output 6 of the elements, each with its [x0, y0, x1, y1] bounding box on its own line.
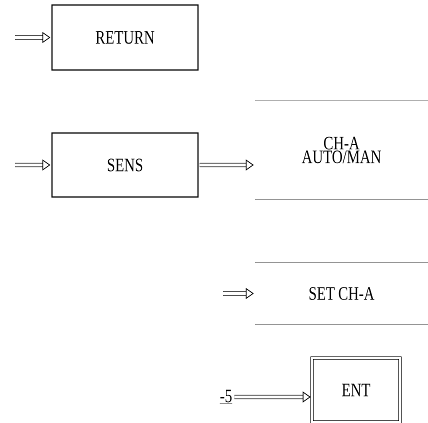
display-panel: CH-A AUTO/MAN — [255, 100, 428, 200]
menu-key-box: RETURN — [51, 4, 199, 71]
menu-key-box: SENS — [51, 132, 199, 198]
display-panel: SET CH-A — [255, 262, 428, 325]
enter-key-box: ENT — [310, 356, 402, 423]
setting-value: -5 — [220, 390, 232, 404]
